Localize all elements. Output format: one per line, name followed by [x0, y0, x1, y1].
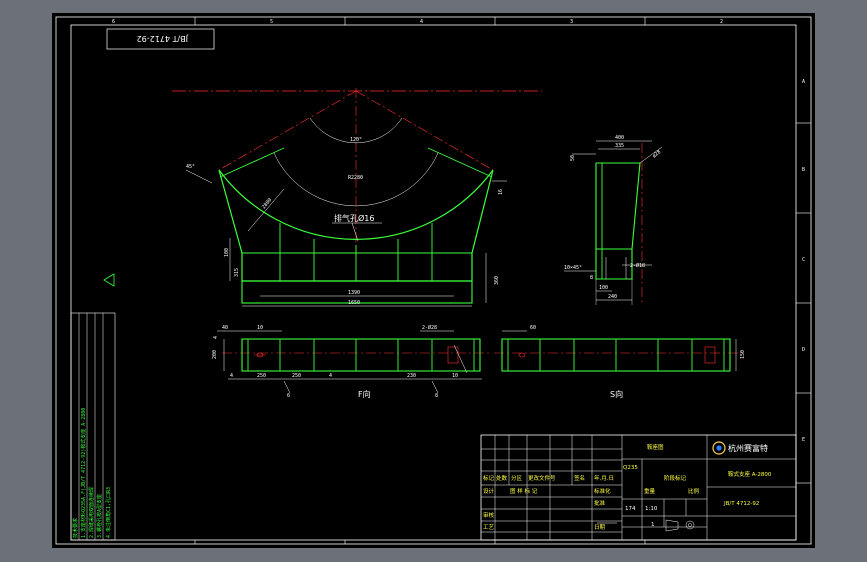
company-logo-icon	[712, 441, 726, 455]
side-bottom-1: 100	[599, 285, 608, 291]
tb-row-review: 审核	[483, 511, 495, 519]
left-small-dim: 100	[224, 248, 230, 257]
zone-ticks	[194, 17, 811, 544]
side-right-top: ø28	[651, 149, 662, 159]
zone-number-1: 6	[112, 19, 115, 25]
tb-header-3: 更改文件号	[528, 474, 556, 482]
tb-row-design: 设计	[483, 487, 495, 495]
side-top-2: 335	[615, 143, 624, 149]
outer-frame	[55, 16, 812, 545]
zone-letter-b: B	[802, 167, 805, 173]
f-dim-left-edge: 4	[230, 373, 233, 379]
tb-material: Q235	[623, 465, 638, 471]
f-dim-2: 4	[213, 336, 219, 339]
chamfer-label: 45°	[186, 164, 195, 170]
projection-symbol-icon	[665, 519, 679, 532]
tb-header-2: 分区	[511, 474, 523, 482]
outer-width-dim: 1650	[348, 300, 360, 306]
side-bevel-note: 10×45°	[564, 265, 582, 271]
tb-header-5: 年.月.日	[594, 474, 614, 482]
radius-label: R2280	[348, 175, 363, 181]
f-dim-1: 10	[257, 325, 263, 331]
note-line-4: 4.未注倒角C1,孔口R3	[105, 487, 112, 538]
drawing-sheet: 6 5 4 3 2 A B C D E JB/T 4712-92 技术要求 1.…	[52, 13, 815, 548]
title-block: 标记 处数 分区 更改文件号 签名 年.月.日 设计 审核 工艺 标准化 批准 …	[480, 434, 797, 541]
zone-letter-e: E	[802, 437, 805, 443]
tb-title: 鞍座图	[647, 443, 664, 451]
zone-letter-a: A	[802, 79, 805, 85]
tb-stage: 阶段标记	[664, 474, 687, 482]
f-dim-6: 230	[407, 373, 416, 379]
notes-lines	[78, 313, 104, 540]
f-dim-0: 40	[222, 325, 228, 331]
tb-cell-date: 日期	[594, 524, 606, 531]
f-view-label: F向	[358, 389, 371, 399]
f-dim-5: 4	[329, 373, 332, 379]
code-box	[106, 28, 215, 50]
slot-note: 排气孔Ø16	[334, 213, 374, 223]
tb-sheet-value: 1	[651, 522, 655, 528]
f-view: 40 10 4 2-Ø28 200 250 250 4 230 10 4 6 8…	[212, 324, 492, 399]
tb-scale-label: 比例	[688, 487, 700, 495]
note-line-3: 3.螺栓孔按A型支座	[96, 494, 103, 538]
f-dim-3: 250	[257, 373, 266, 379]
zone-letter-d: D	[802, 347, 805, 353]
side-top-1: 400	[615, 135, 624, 141]
right-small-label: 16	[498, 189, 504, 195]
side-view: 400 335 50 ø28 10×45° 2-Ø18 100 240 8	[564, 135, 662, 305]
side-hole-note: 2-Ø18	[630, 262, 645, 269]
zone-number-5: 2	[720, 19, 723, 25]
left-side-dim: 315	[234, 268, 240, 277]
standard-code-top: JB/T 4712-92	[137, 34, 189, 43]
s-dim: 60	[530, 325, 536, 331]
zone-number-4: 3	[570, 19, 573, 25]
tb-header-0: 标记	[483, 474, 495, 482]
inner-frame	[70, 24, 797, 541]
tb-header-1: 处数	[496, 474, 508, 482]
front-view: 120° R2280 2800 排气孔Ø16 45° 16	[172, 88, 542, 307]
s-view: 60 150 S向	[494, 325, 746, 399]
note-line-1: 1.支座材料Q235A.F(JB/T 4712-92)鞍式支座 A-2800	[80, 408, 87, 538]
s-view-label: S向	[610, 389, 623, 399]
tb-part-name: 鞍式支座 A-2800	[728, 470, 772, 478]
zone-number-3: 4	[420, 19, 423, 25]
orientation-mark	[103, 273, 115, 287]
tb-company: 杭州赛富特	[728, 443, 768, 453]
side-top-3: 50	[570, 155, 576, 161]
angle-label: 120°	[350, 137, 362, 143]
s-height-dim: 150	[740, 350, 746, 359]
f-dim-4: 250	[292, 373, 301, 379]
right-side-dim: 360	[494, 276, 500, 285]
cad-drawing: 6 5 4 3 2 A B C D E JB/T 4712-92 技术要求 1.…	[55, 16, 812, 545]
tb-cell-approve: 批准	[594, 499, 606, 507]
tb-drawing-no: JB/T 4712-92	[723, 501, 759, 507]
notes-strip	[70, 312, 116, 541]
tb-weight-value: 174	[625, 506, 636, 512]
zone-letter-c: C	[802, 257, 805, 263]
zone-number-2: 5	[270, 19, 273, 25]
side-left-small: 8	[590, 275, 593, 281]
tb-weight-label: 重量	[644, 487, 656, 495]
tb-designer: 图 样 标 记	[510, 487, 538, 495]
f-mark-left: 6	[287, 393, 290, 399]
tb-row-process: 工艺	[483, 524, 495, 531]
tb-scale-value: 1:10	[645, 506, 658, 512]
inner-width-dim: 1390	[348, 290, 360, 296]
f-height-dim: 200	[212, 350, 218, 359]
note-line-2: 2.焊缝采用双面连续焊	[88, 487, 95, 538]
side-bottom-2: 240	[608, 294, 617, 300]
note-line-0: 技术要求	[72, 518, 79, 538]
tb-header-4: 签名	[574, 474, 585, 482]
f-mark-right: 8	[435, 393, 438, 399]
f-dim-7: 10	[452, 373, 458, 379]
f-hole-note: 2-Ø28	[422, 324, 437, 331]
tb-cell-std: 标准化	[594, 487, 611, 495]
